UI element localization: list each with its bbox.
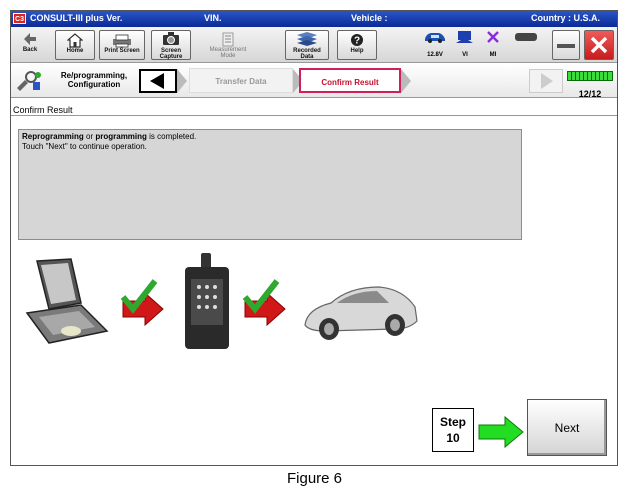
vi-connection-icon	[456, 31, 473, 43]
mi-disconnected-icon	[487, 31, 499, 43]
measurement-mode-button[interactable]: Measurement Mode	[205, 30, 251, 60]
back-button[interactable]: Back	[15, 30, 45, 60]
step-label: Step	[439, 415, 466, 429]
back-arrow-icon	[15, 30, 45, 47]
measurement-icon	[205, 30, 251, 47]
close-icon	[585, 31, 613, 54]
next-step-arrow-button[interactable]	[529, 69, 563, 93]
device-status	[511, 30, 541, 60]
device-icon	[515, 33, 537, 41]
battery-status: 12.8V	[422, 30, 448, 60]
toolbar: Back Home Print Screen Screen Capture Me…	[11, 27, 617, 63]
vehicle-interface-icon	[185, 253, 229, 349]
help-button[interactable]: ? Help	[337, 30, 377, 60]
progress-indicator: 12/12	[567, 68, 613, 99]
consult-window: C3 CONSULT-III plus Ver. VIN. Vehicle : …	[10, 10, 618, 466]
tab-transfer-data: Transfer Data	[189, 68, 293, 93]
divider	[11, 115, 617, 116]
vi-status: VI	[452, 30, 478, 60]
laptop-icon	[25, 258, 109, 344]
step-arrow-icon	[478, 415, 524, 449]
page-counter: 12/12	[578, 89, 602, 99]
camera-icon	[152, 31, 190, 48]
vehicle-label: Vehicle :	[351, 13, 388, 23]
home-button[interactable]: Home	[55, 30, 95, 60]
progress-bar-icon	[567, 71, 613, 81]
help-icon: ?	[338, 31, 376, 48]
consult-logo-icon: C3	[13, 13, 26, 24]
check-arrow-icon	[120, 279, 164, 327]
step-number: 10	[446, 431, 460, 445]
previous-step-button[interactable]	[139, 69, 177, 93]
step-callout: Step 10	[432, 408, 474, 452]
vin-label: VIN.	[204, 13, 222, 23]
recorded-data-icon	[286, 31, 328, 48]
breadcrumb-chevron-icon	[177, 69, 187, 93]
car-battery-icon	[425, 33, 445, 43]
message-box: Reprogramming or programming is complete…	[18, 129, 522, 240]
minimize-icon	[553, 31, 579, 48]
programming-flow-illustration	[25, 253, 418, 349]
app-title: CONSULT-III plus Ver.	[30, 13, 123, 23]
tab-confirm-result: Confirm Result	[299, 68, 401, 93]
minimize-button[interactable]	[552, 30, 580, 60]
recorded-data-button[interactable]: Recorded Data	[285, 30, 329, 60]
screen-capture-button[interactable]: Screen Capture	[151, 30, 191, 60]
printer-icon	[100, 31, 144, 48]
reprogramming-icon	[15, 70, 43, 97]
print-screen-button[interactable]: Print Screen	[99, 30, 145, 60]
message-line-1: Reprogramming or programming is complete…	[22, 132, 197, 141]
figure-caption: Figure 6	[286, 470, 343, 487]
check-arrow-icon	[242, 279, 286, 327]
breadcrumb-chevron-icon	[293, 69, 303, 93]
step-navigation-bar: Re/programming, Configuration Transfer D…	[11, 64, 617, 99]
close-button[interactable]	[584, 30, 614, 60]
back-triangle-icon	[150, 73, 164, 89]
page-title: Confirm Result	[13, 105, 73, 115]
breadcrumb-chevron-icon	[401, 69, 411, 93]
title-bar: C3 CONSULT-III plus Ver. VIN. Vehicle : …	[11, 11, 617, 27]
svg-text:?: ?	[354, 36, 360, 47]
mi-status: MI	[480, 30, 506, 60]
home-icon	[56, 31, 94, 48]
forward-triangle-icon	[541, 73, 553, 89]
next-button[interactable]: Next	[527, 399, 607, 456]
car-icon	[304, 286, 418, 340]
message-line-2: Touch "Next" to continue operation.	[22, 142, 147, 151]
country-label: Country : U.S.A.	[531, 13, 600, 23]
mode-label: Re/programming, Configuration	[60, 71, 128, 89]
